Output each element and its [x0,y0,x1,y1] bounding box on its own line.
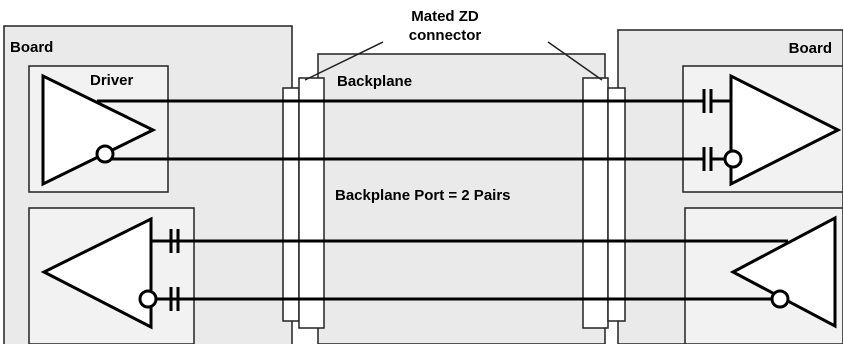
right-connector-inner [582,77,609,329]
left-mated-zd-connector [282,77,325,329]
right-receiver-amplifier [729,73,842,187]
left-receiver-inverting-bubble [138,289,158,309]
left-board-label: Board [10,39,53,56]
backplane-port-label: Backplane Port = 2 Pairs [335,187,511,204]
right-board-label: Board [789,40,832,57]
right-mated-zd-connector [582,77,626,329]
backplane-label: Backplane [337,73,412,90]
right-receiver-inverting-bubble [723,149,743,169]
left-connector-inner [298,77,325,329]
driver-label: Driver [90,72,134,89]
left-connector-outer [282,87,300,322]
right-connector-outer [607,87,626,322]
callout-leader-left [304,41,384,81]
callout-leader-right [547,41,603,81]
left-driver-inverting-bubble [95,144,115,164]
callout-line-2: connector [409,27,482,44]
left-receiver-amplifier [40,216,153,330]
right-driver-inverting-bubble [770,289,790,309]
callout-line-1: Mated ZD [411,8,479,25]
